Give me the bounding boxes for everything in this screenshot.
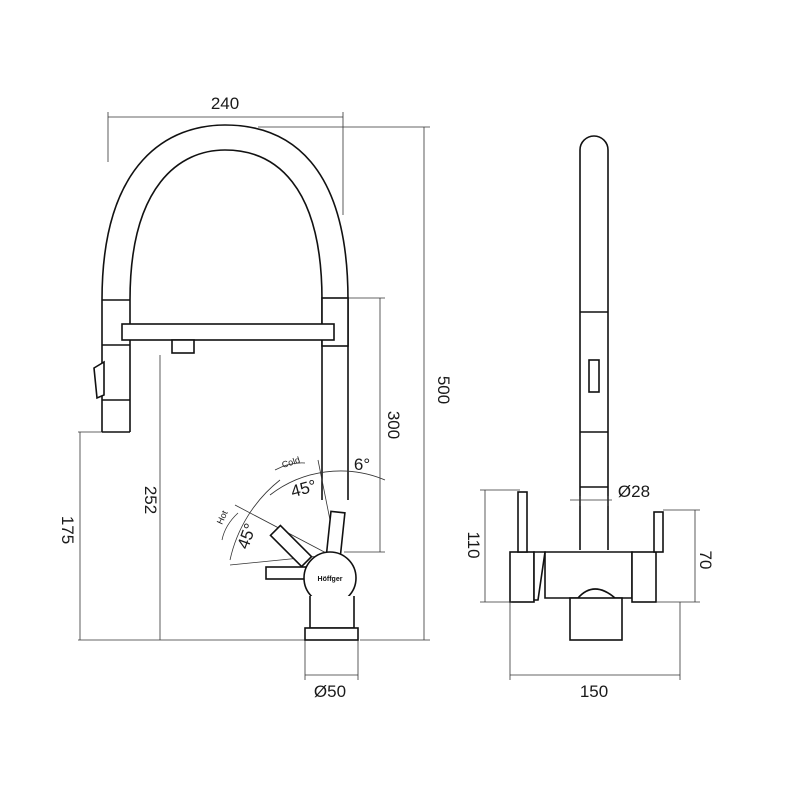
hot-label: Hot	[215, 508, 230, 525]
dim-height-110: 110	[464, 489, 520, 603]
height-175-label: 175	[58, 516, 77, 544]
dim-height-252: 252	[141, 355, 161, 640]
swivel-angle-label: 6°	[354, 455, 370, 474]
side-view: Ø28 110 70	[464, 135, 715, 701]
dim-width-150: 150	[509, 602, 681, 701]
height-500-label: 500	[434, 376, 453, 404]
brand-logo: Höffger	[318, 576, 343, 583]
cold-angle-label: 45°	[289, 476, 319, 501]
hose-28-label: Ø28	[618, 482, 650, 501]
dim-height-300: 300	[344, 297, 403, 553]
width-240-label: 240	[211, 94, 239, 113]
height-300-label: 300	[384, 411, 403, 439]
dim-hose-28: Ø28	[570, 482, 650, 506]
dim-height-500: 500	[258, 126, 453, 641]
base-50-label: Ø50	[314, 682, 346, 701]
hot-arrow-icon	[221, 512, 239, 541]
height-70-label: 70	[696, 551, 715, 570]
hot-angle-label: 45°	[234, 521, 261, 552]
dim-height-175: 175	[58, 431, 305, 641]
height-110-label: 110	[464, 531, 483, 558]
mixer-body: Höffger	[303, 551, 359, 641]
support-arm	[121, 323, 335, 354]
front-view: 240 500 300 252 175	[58, 94, 453, 701]
angle-indicators: 45° 45° 6° Cold Hot	[215, 455, 386, 566]
spray-trigger	[93, 360, 105, 400]
width-150-label: 150	[580, 682, 608, 701]
flexible-hose	[101, 124, 349, 433]
cold-arrow-icon	[274, 462, 306, 471]
side-spout	[579, 135, 609, 550]
dim-height-70: 70	[656, 509, 715, 603]
dim-width-240: 240	[107, 94, 344, 215]
side-mixer-body	[509, 491, 664, 641]
height-252-label: 252	[141, 486, 160, 514]
dim-base-50: Ø50	[304, 640, 359, 701]
cold-label: Cold	[281, 455, 302, 470]
